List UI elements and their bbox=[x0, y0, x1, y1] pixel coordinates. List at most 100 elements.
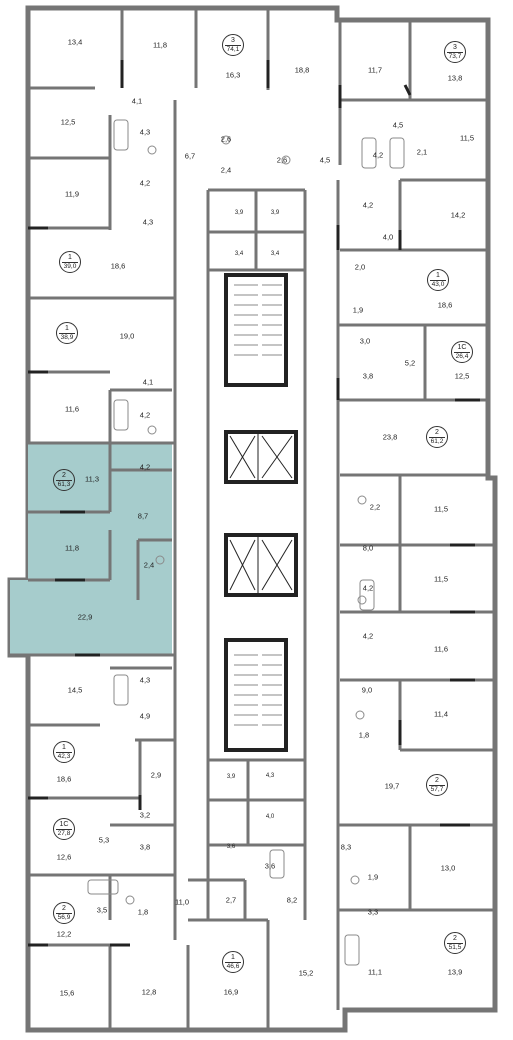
apartment-rooms: 1 bbox=[65, 325, 69, 332]
room-area: 4,3 bbox=[139, 127, 151, 137]
room-area: 3,9 bbox=[270, 210, 280, 216]
room-area: 4,1 bbox=[131, 96, 143, 106]
room-area: 4,5 bbox=[319, 155, 331, 165]
room-area: 8,3 bbox=[340, 842, 352, 852]
room-area: 1,9 bbox=[352, 305, 364, 315]
apartment-area: 46,6 bbox=[225, 962, 241, 970]
room-area: 11,5 bbox=[433, 574, 449, 584]
room-area: 4,2 bbox=[139, 178, 151, 188]
room-area: 12,5 bbox=[454, 371, 470, 381]
room-area: 4,3 bbox=[142, 217, 154, 227]
room-area: 4,2 bbox=[139, 462, 151, 472]
room-area: 11,7 bbox=[367, 65, 383, 75]
apartment-rooms: 2 bbox=[62, 472, 66, 479]
room-area: 3,6 bbox=[264, 861, 276, 871]
room-area: 3,3 bbox=[367, 907, 379, 917]
apartment-rooms: 2 bbox=[435, 777, 439, 784]
room-area: 11,6 bbox=[433, 644, 449, 654]
apartment-rooms: 2 bbox=[62, 905, 66, 912]
apartment-area: 61,2 bbox=[429, 437, 445, 445]
room-area: 3,9 bbox=[226, 774, 236, 780]
room-area: 3,5 bbox=[96, 905, 108, 915]
room-area: 5,2 bbox=[404, 358, 416, 368]
room-area: 2,4 bbox=[143, 560, 155, 570]
structural-walls bbox=[224, 273, 298, 752]
apartment-rooms: 1 bbox=[231, 954, 235, 961]
room-area: 11,5 bbox=[433, 504, 449, 514]
room-area: 6,7 bbox=[184, 151, 196, 161]
room-area: 13,9 bbox=[447, 967, 463, 977]
apartment-rooms: 2 bbox=[453, 935, 457, 942]
apartment-rooms: 3 bbox=[231, 37, 235, 44]
apartment-rooms: 3 bbox=[453, 44, 457, 51]
room-area: 8,7 bbox=[137, 511, 149, 521]
apartment-area: 73,7 bbox=[447, 52, 463, 60]
room-area: 11,6 bbox=[64, 404, 80, 414]
room-area: 4,0 bbox=[382, 232, 394, 242]
room-area: 1,9 bbox=[367, 872, 379, 882]
room-area: 18,6 bbox=[110, 261, 126, 271]
apartment-area: 38,9 bbox=[59, 333, 75, 341]
room-area: 19,7 bbox=[384, 781, 400, 791]
room-area: 15,6 bbox=[59, 988, 75, 998]
room-area: 9,0 bbox=[361, 685, 373, 695]
room-area: 8,0 bbox=[362, 543, 374, 553]
room-area: 11,1 bbox=[367, 967, 383, 977]
highlighted-apartment[interactable] bbox=[10, 443, 172, 655]
room-area: 11,4 bbox=[433, 709, 449, 719]
room-area: 3,8 bbox=[362, 371, 374, 381]
room-area: 16,9 bbox=[223, 987, 239, 997]
room-area: 3,8 bbox=[139, 842, 151, 852]
room-area: 13,8 bbox=[447, 73, 463, 83]
room-area: 11,3 bbox=[84, 474, 100, 484]
room-area: 3,6 bbox=[226, 844, 236, 850]
room-area: 11,5 bbox=[459, 133, 475, 143]
apartment-rooms: 1 bbox=[436, 272, 440, 279]
room-area: 2,4 bbox=[220, 165, 232, 175]
room-area: 11,8 bbox=[152, 40, 168, 50]
apartment-area: 27,8 bbox=[56, 829, 72, 837]
room-area: 4,2 bbox=[139, 410, 151, 420]
room-area: 1,8 bbox=[137, 907, 149, 917]
apartment-area: 26,4 bbox=[454, 352, 470, 360]
room-area: 12,5 bbox=[60, 117, 76, 127]
apartment-area: 56,9 bbox=[56, 913, 72, 921]
room-area: 2,6 bbox=[276, 155, 288, 165]
apartment-rooms: 1 bbox=[62, 744, 66, 751]
apartment-area: 74,1 bbox=[225, 45, 241, 53]
room-area: 3,2 bbox=[139, 810, 151, 820]
room-area: 3,4 bbox=[234, 251, 244, 257]
room-area: 13,0 bbox=[440, 863, 456, 873]
room-area: 12,2 bbox=[56, 929, 72, 939]
room-area: 2,9 bbox=[150, 770, 162, 780]
room-area: 3,4 bbox=[270, 251, 280, 257]
room-area: 13,4 bbox=[67, 37, 83, 47]
room-area: 12,6 bbox=[56, 852, 72, 862]
room-area: 2,7 bbox=[225, 895, 237, 905]
room-area: 14,2 bbox=[450, 210, 466, 220]
room-area: 4,3 bbox=[265, 773, 275, 779]
room-area: 1,8 bbox=[358, 730, 370, 740]
room-area: 22,9 bbox=[77, 612, 93, 622]
room-area: 14,5 bbox=[67, 685, 83, 695]
apartment-rooms: 1С bbox=[457, 344, 467, 351]
apartment-rooms: 2 bbox=[435, 429, 439, 436]
room-area: 2,6 bbox=[220, 134, 232, 144]
room-area: 4,1 bbox=[142, 377, 154, 387]
room-area: 2,1 bbox=[416, 147, 428, 157]
room-area: 12,8 bbox=[141, 987, 157, 997]
apartment-area: 39,0 bbox=[62, 262, 78, 270]
apartment-rooms: 1 bbox=[68, 254, 72, 261]
room-area: 4,2 bbox=[362, 583, 374, 593]
